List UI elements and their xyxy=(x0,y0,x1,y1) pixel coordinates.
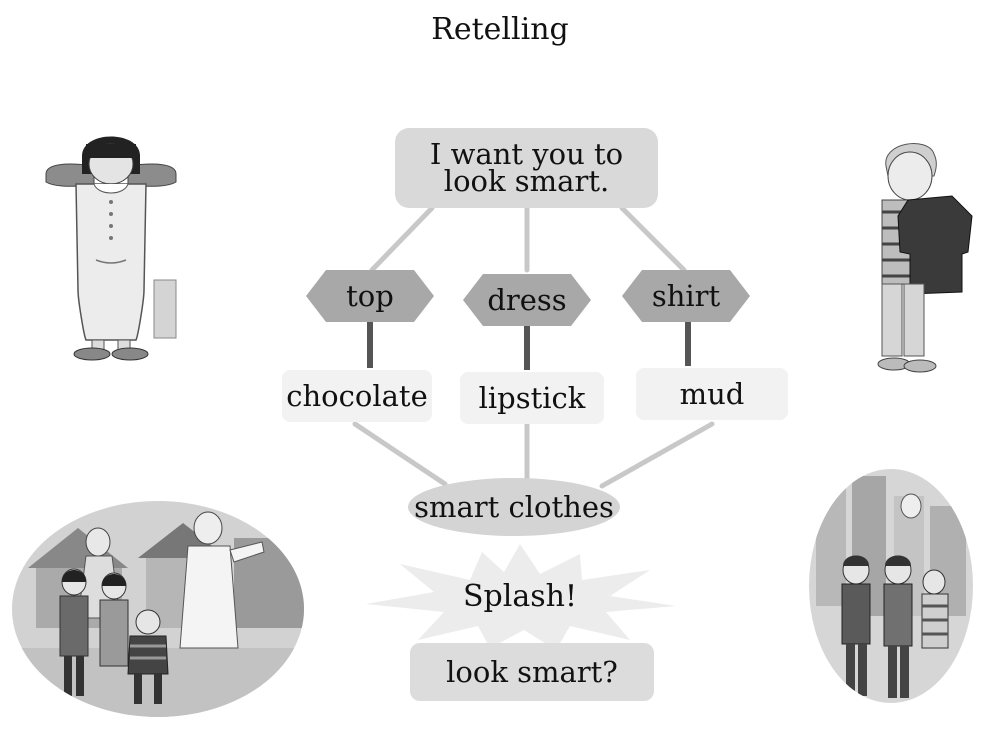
center-ellipse: smart clothes xyxy=(408,478,620,536)
boy-holding-shirt-illustration xyxy=(868,136,978,376)
splash-burst: Splash! xyxy=(360,540,680,652)
garment-label: shirt xyxy=(651,279,721,313)
garment-hexagon-top: top xyxy=(306,270,434,322)
family-splashed-scene-illustration xyxy=(8,498,308,720)
line-chocolate-to-center xyxy=(352,421,448,487)
line-top-to-top xyxy=(369,205,435,273)
splash-text: Splash! xyxy=(462,578,577,614)
garment-hexagon-dress: dress xyxy=(463,274,591,326)
girl-holding-dress-illustration xyxy=(36,122,186,362)
page-title: Retelling xyxy=(431,12,569,47)
line-mud-to-center xyxy=(599,421,715,489)
statement-line-1: I want you to xyxy=(429,137,624,171)
garment-label: dress xyxy=(487,283,567,317)
crowd-scene-illustration xyxy=(806,466,976,706)
garment-hexagon-shirt: shirt xyxy=(622,270,750,322)
line-top-to-shirt xyxy=(619,205,687,273)
statement-box: I want you to look smart. xyxy=(395,128,658,208)
garment-label: top xyxy=(346,279,394,313)
question-box: look smart? xyxy=(410,643,654,701)
stain-box-lipstick: lipstick xyxy=(460,372,604,424)
statement-line-2: look smart. xyxy=(443,164,610,198)
stain-box-mud: mud xyxy=(636,368,788,420)
stain-box-chocolate: chocolate xyxy=(282,370,432,422)
burst-shape xyxy=(366,544,676,650)
